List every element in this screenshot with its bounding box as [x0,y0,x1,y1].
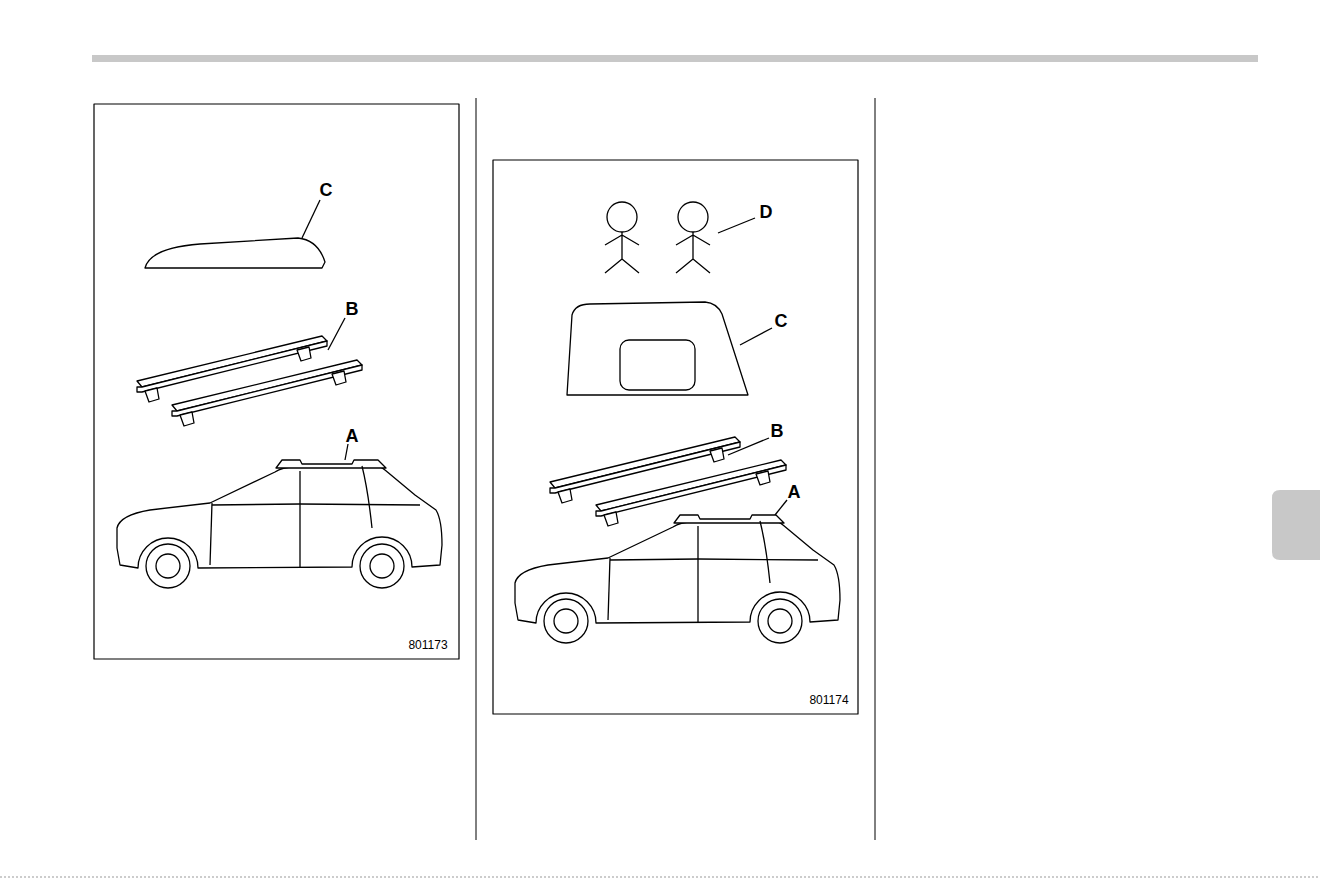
callout-letter: A [346,427,359,445]
callout-letter: D [760,203,773,221]
callout-letter: C [320,181,333,199]
figure-number: 801173 [408,639,447,651]
callout-letter: B [771,422,784,440]
figure-number: 801174 [809,694,848,706]
callout-letter: C [775,312,788,330]
callout-letter: A [788,483,801,501]
callout-letter: B [346,300,359,318]
